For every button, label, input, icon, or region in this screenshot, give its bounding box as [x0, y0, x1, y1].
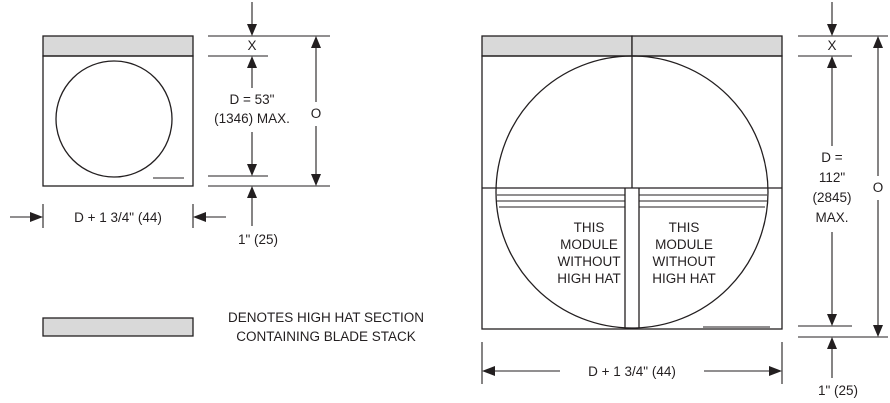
small-d-label-line1: D = 53": [230, 92, 275, 107]
large-o-arrowhead-bottom: [873, 325, 883, 337]
large-width-arrowhead-left: [482, 366, 495, 376]
legend: DENOTES HIGH HAT SECTION CONTAINING BLAD…: [42, 310, 424, 344]
small-high-hat-section: [42, 35, 194, 57]
small-d-arrowhead-top: [247, 56, 257, 68]
small-o-arrowhead-top: [311, 36, 321, 48]
small-width-arrowhead-left: [30, 212, 43, 222]
small-damper-frame: [42, 55, 194, 187]
small-damper: X D = 53" (1346) MAX. 1" (25) O D + 1 3/…: [10, 2, 330, 247]
small-x-arrowhead: [247, 24, 257, 36]
small-x-label: X: [247, 38, 256, 53]
large-d-label-line4: MAX.: [815, 210, 848, 225]
left-module-note-line2: MODULE: [560, 237, 618, 252]
large-d-arrowhead-top: [827, 56, 837, 68]
large-x-arrowhead: [827, 24, 837, 36]
large-d-label-line2: 112": [819, 170, 846, 185]
right-module-note-line4: HIGH HAT: [652, 271, 716, 286]
large-d-arrowhead-bottom: [827, 314, 837, 326]
right-module-note-line3: WITHOUT: [653, 254, 716, 269]
large-o-arrowhead-top: [873, 36, 883, 48]
large-high-hat-left: [481, 35, 633, 57]
large-offset-label: 1" (25): [818, 383, 858, 398]
large-width-arrowhead-right: [769, 366, 782, 376]
large-high-hat-right: [631, 35, 783, 57]
small-o-arrowhead-bottom: [311, 174, 321, 186]
small-d-label-line2: (1346) MAX.: [214, 111, 290, 126]
legend-text-line1: DENOTES HIGH HAT SECTION: [228, 310, 424, 325]
small-offset-arrowhead: [247, 186, 257, 198]
small-damper-blade-circle: [55, 60, 173, 178]
large-x-label: X: [827, 38, 836, 53]
small-o-label: O: [311, 106, 322, 121]
small-width-arrowhead-right: [193, 212, 206, 222]
large-width-label: D + 1 3/4" (44): [588, 364, 676, 379]
large-d-label-line1: D =: [821, 150, 843, 165]
left-module-note-line1: THIS: [574, 220, 605, 235]
large-d-label-line3: (2845): [812, 190, 851, 205]
large-o-label: O: [873, 180, 884, 195]
legend-high-hat-swatch: [42, 317, 194, 337]
large-damper: THIS MODULE WITHOUT HIGH HAT THIS MODULE…: [481, 2, 888, 398]
small-d-arrowhead-bottom: [247, 164, 257, 176]
large-damper-blade-circle: [495, 55, 769, 329]
right-module-note-line2: MODULE: [655, 237, 713, 252]
left-module-note-line3: WITHOUT: [558, 254, 621, 269]
small-width-label: D + 1 3/4" (44): [74, 210, 162, 225]
large-offset-arrowhead: [827, 337, 837, 349]
small-offset-label: 1" (25): [238, 232, 278, 247]
left-module-note-line4: HIGH HAT: [557, 271, 621, 286]
legend-text-line2: CONTAINING BLADE STACK: [236, 329, 416, 344]
right-module-note-line1: THIS: [669, 220, 700, 235]
